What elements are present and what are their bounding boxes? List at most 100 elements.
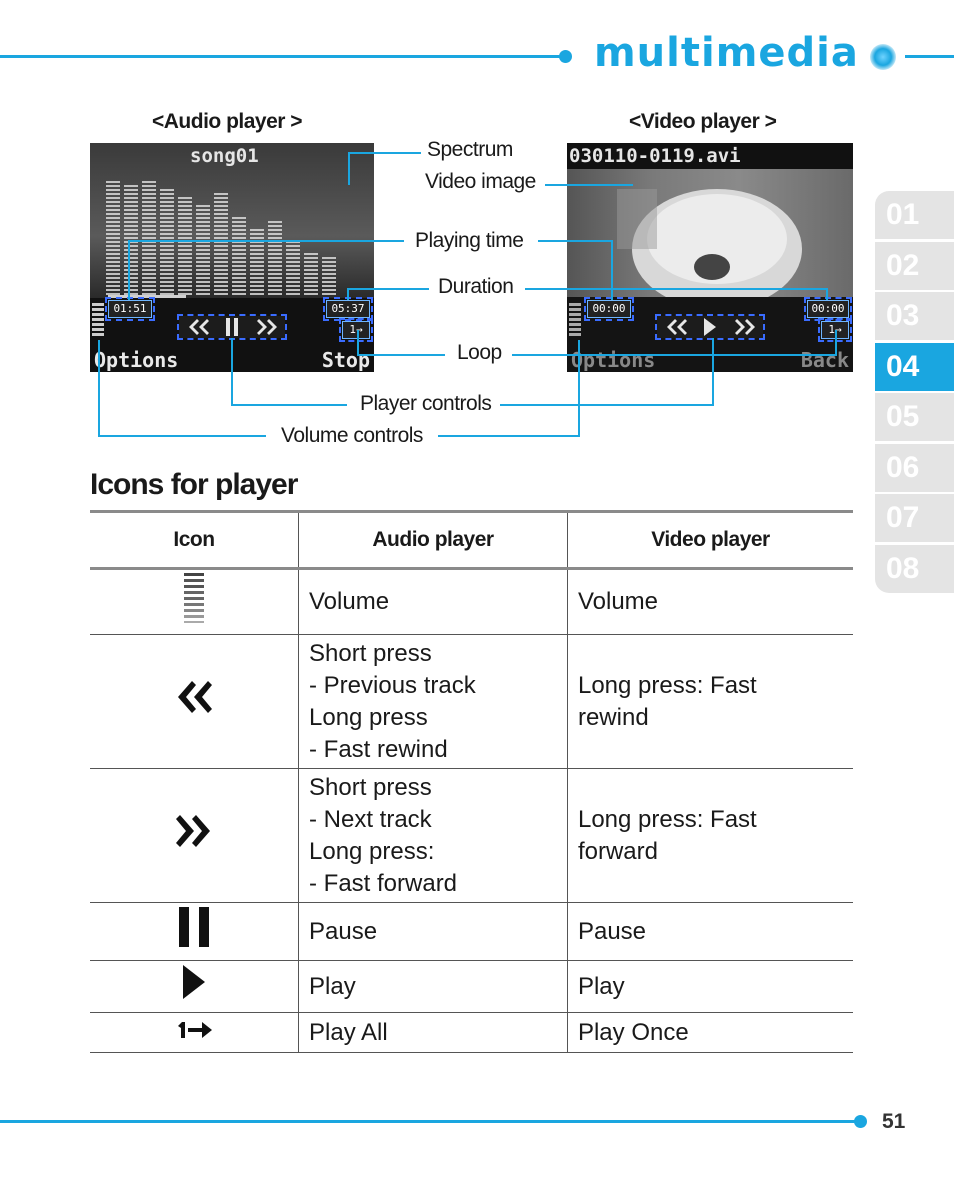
video-cell: Play bbox=[566, 960, 853, 1013]
chapter-tabs: 01 02 03 04 05 06 07 08 bbox=[875, 191, 954, 595]
leader-duration-audio-v bbox=[347, 288, 349, 300]
leader-loop-video-v bbox=[835, 330, 837, 356]
leader-player-controls-audio-h bbox=[231, 404, 347, 406]
column-header-video: Video player bbox=[566, 510, 853, 570]
chapter-tab-02[interactable]: 02 bbox=[875, 241, 954, 290]
leader-spectrum-h bbox=[349, 152, 421, 154]
leader-volume-audio-v bbox=[98, 340, 100, 437]
cell-text: Play Once bbox=[577, 1018, 689, 1046]
audio-player-caption: <Audio player > bbox=[152, 110, 303, 133]
footer-dot bbox=[854, 1115, 867, 1128]
cell-text: Volume bbox=[309, 588, 390, 615]
audio-cell: Short press - Previous track Long press … bbox=[298, 634, 568, 769]
audio-track-title: song01 bbox=[190, 145, 259, 167]
leader-player-controls-video-h bbox=[500, 404, 714, 406]
audio-volume-icon[interactable] bbox=[92, 303, 104, 339]
table-row: Pause Pause bbox=[90, 902, 853, 961]
leader-volume-video-v bbox=[578, 340, 580, 437]
leader-player-controls-audio-v bbox=[231, 338, 233, 406]
chapter-tab-08[interactable]: 08 bbox=[875, 544, 954, 593]
audio-cell: Pause bbox=[298, 902, 568, 961]
chapter-tab-05[interactable]: 05 bbox=[875, 393, 954, 441]
video-file-title: 030110-0119.avi bbox=[569, 145, 741, 167]
cell-text: - Fast rewind bbox=[309, 735, 448, 763]
table-row: Short press - Previous track Long press … bbox=[90, 634, 853, 769]
volume-icon bbox=[184, 572, 204, 623]
leader-volume-video-h bbox=[438, 435, 580, 437]
video-frame-illustration bbox=[617, 189, 802, 309]
cell-text: Long press: Fast bbox=[577, 805, 757, 833]
callout-volume-controls: Volume controls bbox=[281, 424, 423, 447]
chapter-tab-04[interactable]: 04 bbox=[875, 342, 954, 391]
chapter-tab-01[interactable]: 01 bbox=[875, 191, 954, 239]
icon-cell bbox=[90, 902, 299, 961]
callout-player-controls: Player controls bbox=[360, 392, 492, 415]
video-cell: Long press: Fast forward bbox=[566, 768, 853, 903]
video-cell: Long press: Fast rewind bbox=[566, 634, 853, 769]
audio-player-controls[interactable] bbox=[177, 314, 287, 340]
icon-cell bbox=[90, 634, 299, 769]
audio-duration: 05:37 bbox=[323, 297, 373, 321]
icons-table: Icon Audio player Video player Volume Vo… bbox=[90, 510, 853, 1053]
callout-video-image: Video image bbox=[425, 170, 536, 193]
cell-text: Long press bbox=[309, 703, 428, 731]
rewind-icon[interactable] bbox=[187, 319, 209, 335]
pause-icon[interactable] bbox=[225, 318, 239, 336]
leader-playing-time-video-v bbox=[611, 240, 613, 300]
leader-player-controls-video-v bbox=[712, 338, 714, 406]
audio-cell: Play All bbox=[298, 1012, 568, 1053]
page-number: 51 bbox=[882, 1110, 906, 1133]
chapter-tab-03[interactable]: 03 bbox=[875, 292, 954, 340]
table-row: Play All Play Once bbox=[90, 1012, 853, 1053]
leader-loop-audio-h bbox=[357, 354, 445, 356]
leader-duration-audio-h bbox=[347, 288, 429, 290]
chapter-tab-07[interactable]: 07 bbox=[875, 494, 954, 542]
audio-player-screen: song01 01:51 05:37 1→ Options Stop bbox=[90, 143, 374, 372]
cell-text: rewind bbox=[577, 703, 649, 731]
table-header-row: Icon Audio player Video player bbox=[90, 510, 853, 570]
table-heading: Icons for player bbox=[90, 468, 298, 501]
play-icon[interactable] bbox=[703, 318, 717, 336]
callout-spectrum: Spectrum bbox=[427, 138, 513, 161]
cell-text: Short press bbox=[309, 773, 432, 801]
video-duration: 00:00 bbox=[804, 297, 852, 321]
spectrum-bars bbox=[106, 179, 336, 295]
video-cell: Pause bbox=[566, 902, 853, 961]
video-options-softkey[interactable]: Options bbox=[571, 348, 656, 372]
forward-icon[interactable] bbox=[733, 319, 755, 335]
leader-playing-time-audio-v bbox=[128, 240, 130, 300]
leader-loop-video-h bbox=[512, 354, 837, 356]
video-cell: Volume bbox=[566, 568, 853, 635]
rewind-icon[interactable] bbox=[665, 319, 687, 335]
audio-loop-indicator[interactable]: 1→ bbox=[339, 318, 373, 342]
video-player-controls[interactable] bbox=[655, 314, 765, 340]
video-back-softkey[interactable]: Back bbox=[800, 348, 849, 372]
icon-cell bbox=[90, 1012, 299, 1053]
cell-text: Long press: bbox=[309, 837, 435, 865]
section-title: multimedia bbox=[594, 30, 859, 76]
cell-text: Play bbox=[309, 972, 356, 1000]
table-row: Short press - Next track Long press: - F… bbox=[90, 768, 853, 903]
audio-options-softkey[interactable]: Options bbox=[94, 348, 179, 372]
chapter-tab-06[interactable]: 06 bbox=[875, 443, 954, 492]
cell-text: Play All bbox=[309, 1018, 388, 1046]
video-volume-icon[interactable] bbox=[569, 303, 581, 339]
leader-duration-video-h bbox=[525, 288, 828, 290]
callout-playing-time: Playing time bbox=[415, 229, 524, 252]
footer-rule bbox=[0, 1120, 858, 1123]
audio-playing-time: 01:51 bbox=[105, 297, 155, 321]
leader-loop-audio-v bbox=[357, 330, 359, 356]
header-rule-right bbox=[905, 55, 954, 58]
forward-icon[interactable] bbox=[255, 319, 277, 335]
cell-text: Play bbox=[577, 972, 625, 1000]
header-dot bbox=[559, 50, 572, 63]
video-playing-time: 00:00 bbox=[584, 297, 634, 321]
table-row: Volume Volume bbox=[90, 568, 853, 635]
video-cell: Play Once bbox=[566, 1012, 853, 1053]
cell-text: Pause bbox=[577, 917, 647, 945]
audio-stop-softkey[interactable]: Stop bbox=[321, 348, 370, 372]
cell-text: Pause bbox=[309, 917, 378, 945]
icon-cell bbox=[90, 960, 299, 1013]
column-header-audio: Audio player bbox=[298, 510, 568, 570]
forward-icon bbox=[176, 815, 210, 847]
